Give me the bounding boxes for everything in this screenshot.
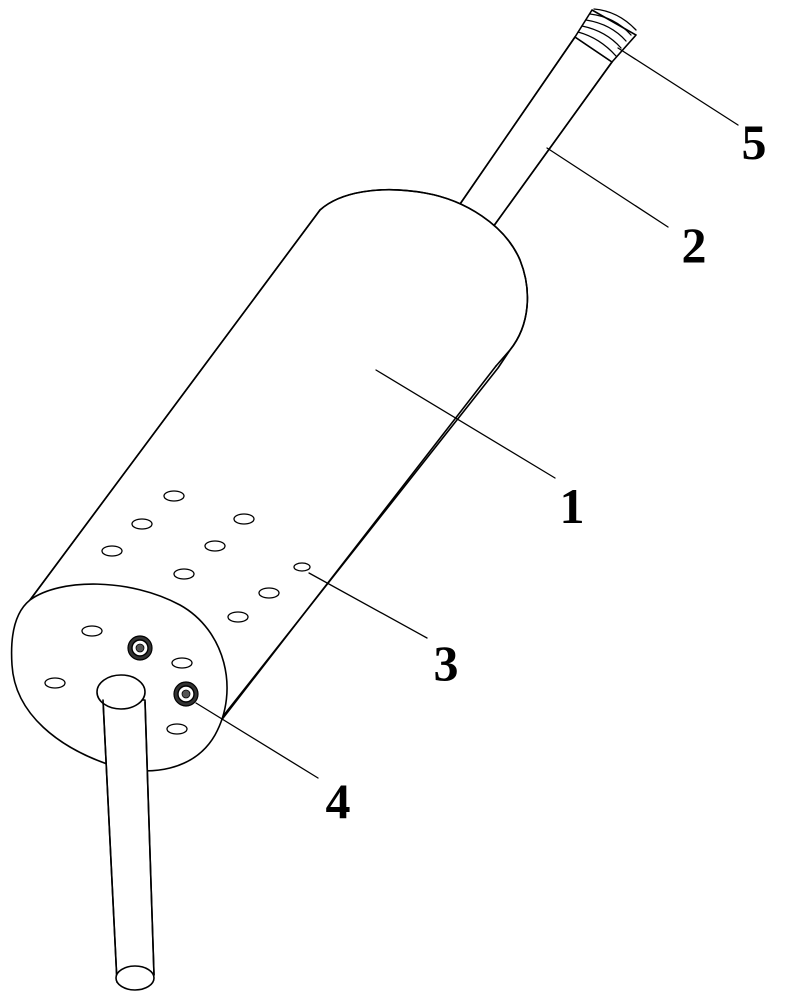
- side-hole: [233, 513, 255, 525]
- cylinder-body: [29, 188, 529, 723]
- leader-line-1: [375, 369, 556, 479]
- end-plug: [127, 635, 153, 661]
- side-hole: [293, 562, 311, 572]
- label-3: 3: [434, 635, 459, 691]
- label-2: 2: [682, 217, 707, 273]
- labels: 5 2 1 3 4: [326, 114, 767, 829]
- side-hole: [173, 568, 195, 580]
- side-hole: [163, 490, 185, 502]
- leader-line-2: [546, 147, 669, 228]
- side-hole: [131, 518, 153, 530]
- side-hole: [101, 545, 123, 557]
- end-hole: [44, 677, 66, 689]
- end-plugs: [127, 635, 199, 707]
- lower-rod: [96, 674, 155, 991]
- leader-lines: [195, 47, 739, 779]
- side-hole: [227, 611, 249, 623]
- end-hole: [81, 625, 103, 637]
- end-hole: [171, 657, 193, 669]
- side-holes: [101, 490, 311, 623]
- leader-line-4: [195, 702, 319, 779]
- label-4: 4: [326, 773, 351, 829]
- leader-line-3: [308, 572, 428, 639]
- rod: [457, 36, 613, 228]
- end-plug: [173, 681, 199, 707]
- side-hole: [258, 587, 280, 599]
- label-5: 5: [742, 114, 767, 170]
- label-1: 1: [560, 478, 585, 534]
- end-hole: [166, 723, 188, 735]
- leader-line-5: [617, 47, 739, 126]
- side-hole: [204, 540, 226, 552]
